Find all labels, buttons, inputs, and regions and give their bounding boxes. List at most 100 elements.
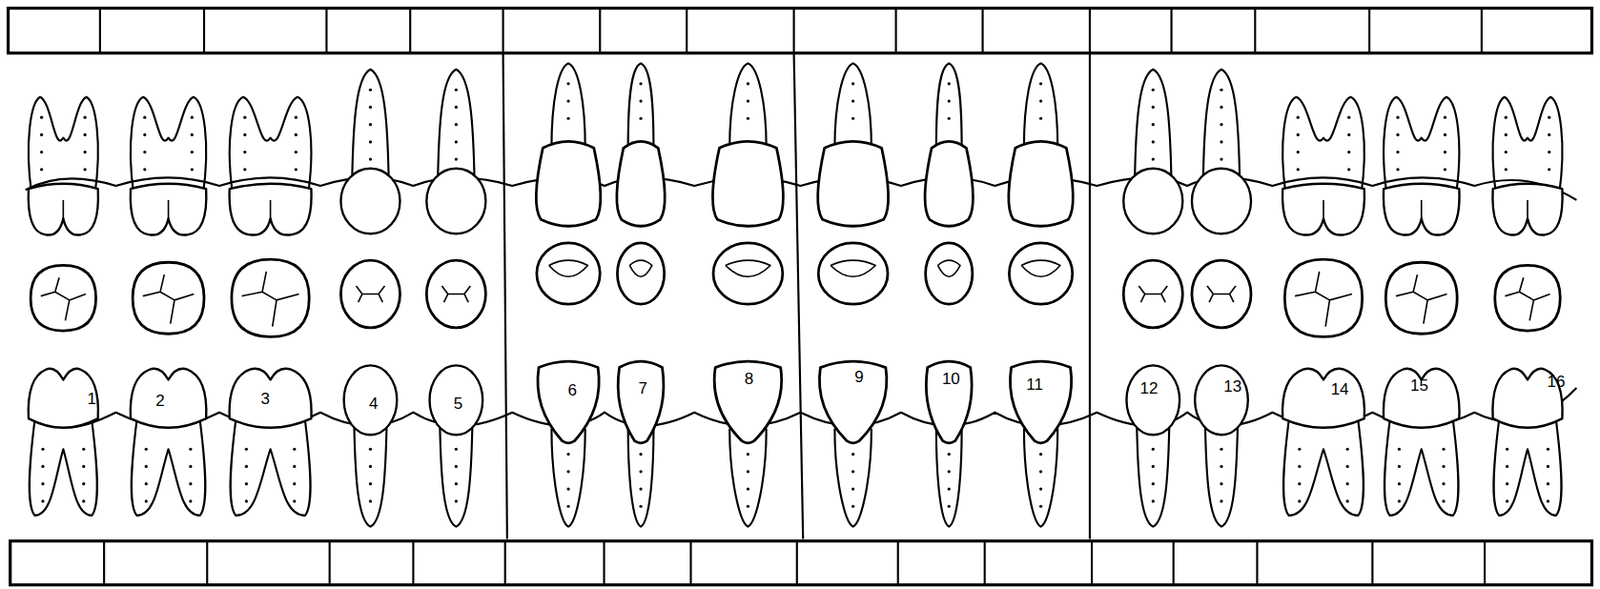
tooth-crown xyxy=(925,361,972,444)
root-canal-dot xyxy=(245,465,248,469)
root-canal-dot xyxy=(1347,133,1351,137)
occlusal-outline xyxy=(1008,243,1072,305)
root-canal-dot xyxy=(40,167,43,171)
tooth-root xyxy=(1493,420,1561,516)
tooth-crown xyxy=(537,361,599,444)
chart-grid-cell xyxy=(984,541,986,586)
tooth-number: 7 xyxy=(637,380,647,397)
root-canal-dot xyxy=(294,167,298,171)
root-canal-dot xyxy=(1505,482,1509,486)
root-canal-dot xyxy=(1441,482,1445,486)
root-canal-dot xyxy=(947,452,951,456)
root-canal-dot xyxy=(746,470,750,473)
tooth-root xyxy=(230,420,311,516)
root-canal-dot xyxy=(1346,499,1350,503)
root-canal-dot xyxy=(638,117,642,121)
tooth-number: 10 xyxy=(942,370,961,388)
root-canal-dot xyxy=(1296,133,1300,137)
chart-grid-cell xyxy=(1090,541,1093,586)
chart-grid-cell xyxy=(981,8,984,54)
root-canal-dot xyxy=(1297,499,1301,503)
occlusal-fissure xyxy=(1504,277,1550,321)
chart-grid-cell xyxy=(793,8,796,54)
chart-grid-cell xyxy=(895,8,898,54)
root-canal-dot xyxy=(1505,448,1509,452)
tooth-number: 11 xyxy=(1025,375,1044,392)
root-canal-dot xyxy=(1039,82,1043,85)
tooth-root xyxy=(1383,97,1459,195)
occlusal-outline xyxy=(132,262,205,334)
incisal-edge xyxy=(1021,260,1061,277)
crown-groove xyxy=(269,200,272,219)
root-canal-dot xyxy=(1397,448,1401,452)
occlusal-outline xyxy=(1385,262,1457,334)
tooth-root xyxy=(1205,420,1238,527)
tooth-number: 6 xyxy=(568,382,577,399)
tooth-root xyxy=(628,62,655,148)
root-canal-dot xyxy=(746,487,750,491)
root-canal-dot xyxy=(144,482,148,486)
incisal-edge xyxy=(725,260,771,277)
root-canal-dot xyxy=(454,482,458,486)
root-canal-dot xyxy=(454,499,458,503)
root-canal-dot xyxy=(82,150,86,154)
root-canal-dot xyxy=(190,150,194,154)
quadrant-divider xyxy=(794,53,804,540)
root-canal-dot xyxy=(566,452,570,456)
root-canal-dot xyxy=(243,133,247,137)
root-canal-dot xyxy=(294,133,298,137)
root-canal-dot xyxy=(369,140,372,144)
root-canal-dot xyxy=(1219,105,1223,109)
incisal-edge xyxy=(937,260,961,277)
root-canal-dot xyxy=(1441,499,1445,503)
tooth-root xyxy=(1024,62,1058,148)
root-canal-dot xyxy=(190,167,194,171)
root-canal-dot xyxy=(851,470,855,473)
root-canal-dot xyxy=(746,99,750,103)
root-canal-dot xyxy=(292,448,296,452)
root-canal-dot xyxy=(1546,448,1550,452)
root-canal-dot xyxy=(1347,150,1351,154)
root-canal-dot xyxy=(1346,482,1350,486)
root-canal-dot xyxy=(1547,116,1551,120)
occlusal-fissure xyxy=(441,286,471,303)
tooth-number: 5 xyxy=(453,395,463,412)
root-canal-dot xyxy=(188,465,192,469)
chart-grid-cell xyxy=(1169,8,1172,54)
occlusal-fissure xyxy=(1138,286,1168,303)
tooth-root xyxy=(1493,97,1563,195)
root-canal-dot xyxy=(1219,499,1223,503)
tooth-crown xyxy=(28,184,99,236)
root-canal-dot xyxy=(369,157,372,161)
tooth-crown xyxy=(1009,361,1071,444)
chart-grid-cell xyxy=(203,8,206,54)
root-canal-dot xyxy=(1219,123,1223,126)
root-canal-dot xyxy=(851,117,855,121)
quadrant-divider xyxy=(1088,53,1091,540)
tooth-crown xyxy=(426,168,486,235)
root-canal-dot xyxy=(454,88,458,92)
root-canal-dot xyxy=(144,465,148,469)
root-canal-dot xyxy=(1151,157,1155,161)
root-canal-dot xyxy=(947,99,951,103)
root-canal-dot xyxy=(1441,465,1445,469)
occlusal-outline xyxy=(1284,259,1362,337)
tooth-crown xyxy=(130,369,207,429)
root-canal-dot xyxy=(82,133,86,137)
root-canal-dot xyxy=(1443,133,1447,137)
root-canal-dot xyxy=(1151,88,1155,92)
tooth-crown xyxy=(714,361,782,444)
root-canal-dot xyxy=(746,82,750,85)
root-canal-dot xyxy=(245,448,248,452)
tooth-crown xyxy=(818,141,889,226)
root-canal-dot xyxy=(1039,505,1043,509)
root-canal-dot xyxy=(369,499,372,503)
tooth-crown xyxy=(229,369,312,429)
root-canal-dot xyxy=(1039,470,1043,473)
root-canal-dot xyxy=(294,116,298,120)
occlusal-outline xyxy=(616,243,664,305)
occlusal-fissure xyxy=(355,286,385,303)
root-canal-dot xyxy=(1443,150,1447,154)
